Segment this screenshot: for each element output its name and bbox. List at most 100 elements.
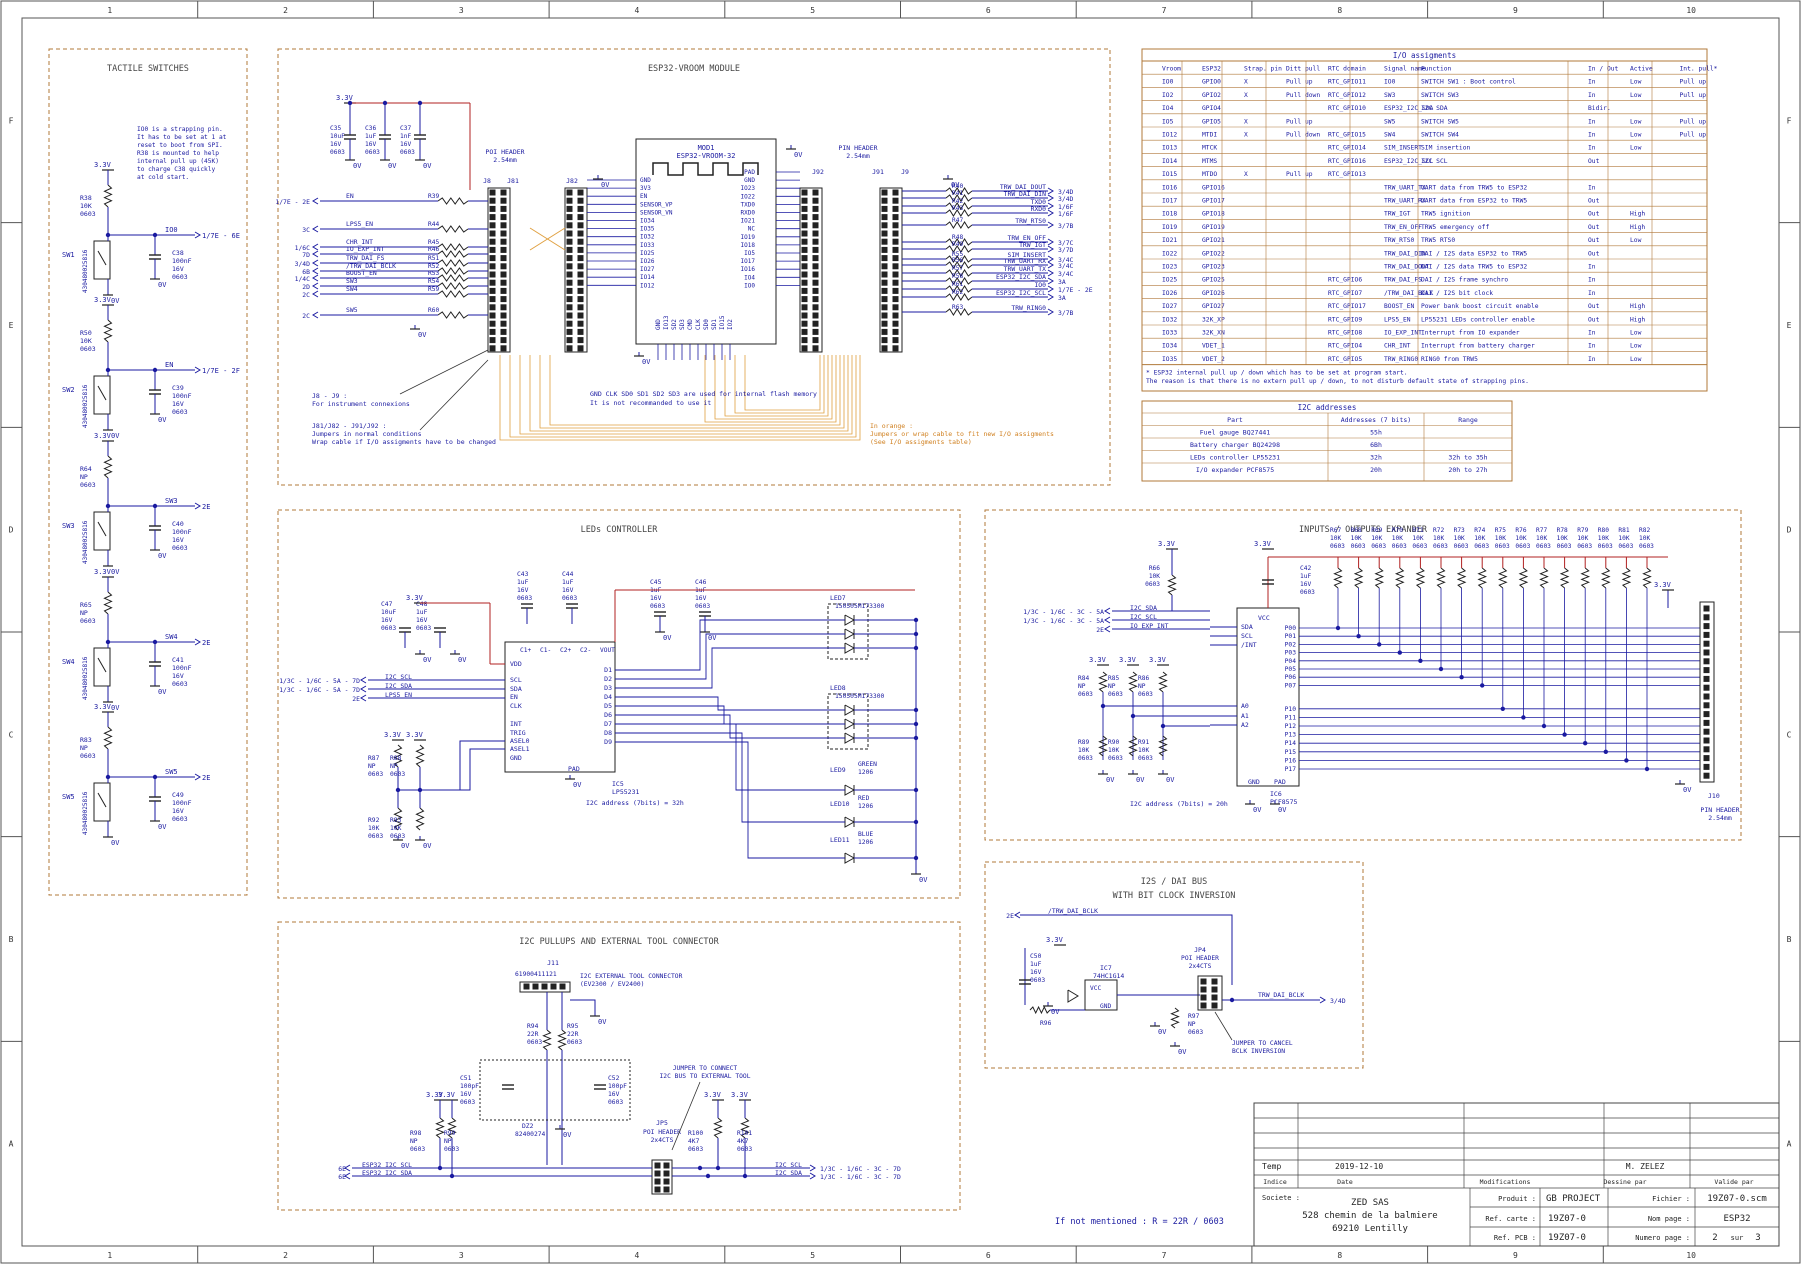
resistor-value: NP: [80, 744, 88, 752]
diode-body: [844, 628, 856, 640]
header-pin: [801, 271, 808, 278]
offpage-arrow: [1047, 202, 1054, 210]
offpage-arrow: [312, 225, 319, 233]
resistor-ref: R96: [1040, 1020, 1052, 1027]
header-pin: [1703, 728, 1710, 735]
resistor-ref: R97: [1188, 1013, 1200, 1020]
table-cell: Low: [1630, 79, 1642, 86]
offpage-reference: 2C: [302, 312, 310, 320]
expander-section-border: [984, 509, 1742, 841]
offpage-reference: 1/7E - 6E: [202, 232, 240, 240]
lp55231-body: [504, 641, 616, 773]
header-pin: [812, 271, 819, 278]
header-pin: [892, 279, 899, 286]
title-label: Ref. carte :: [1485, 1215, 1536, 1223]
module-left-pin: IO35: [640, 226, 655, 233]
module-right-pin: TXD0: [741, 201, 756, 208]
connector-ref: J92: [812, 168, 824, 176]
column-number: 3: [459, 1251, 464, 1260]
header-pin: [801, 345, 808, 352]
resistor-package: 0603: [737, 1146, 752, 1153]
header-pin: [1200, 978, 1207, 985]
ic-pin-label: P14: [1285, 740, 1297, 747]
module-bottom-pin: SD1: [711, 319, 718, 330]
note-text-orange: In orange :: [870, 422, 913, 430]
offpage-reference: 2E: [1096, 626, 1104, 634]
resistor-ref: R47: [952, 217, 963, 224]
header-pin: [801, 197, 808, 204]
capacitor-ref: C36: [365, 125, 376, 132]
header-pin: [489, 279, 496, 286]
offpage-arrow: [1047, 209, 1054, 217]
table-cell: IO15: [1162, 171, 1177, 178]
switch-ref: SW1: [62, 251, 75, 259]
table-cell: Battery charger BQ24298: [1190, 441, 1280, 449]
switch-ref: SW2: [62, 386, 75, 394]
ic-pin-label: D5: [604, 702, 612, 710]
table-cell: SW3: [1384, 92, 1396, 99]
header-pin: [1211, 1002, 1218, 1009]
ic-pin-label: CLK: [510, 702, 522, 710]
table-cell: SWITCH SW3: [1421, 92, 1459, 99]
led-part: 150505M173300: [835, 603, 884, 610]
gnd-label: 0V: [111, 704, 120, 712]
switch-ref: SW4: [62, 658, 75, 666]
header-pin: [812, 337, 819, 344]
table-cell: SIM_INSERT: [1384, 145, 1422, 152]
table-cell: GPIO22: [1202, 250, 1225, 257]
header-pin: [881, 287, 888, 294]
table-cell: X: [1244, 132, 1248, 139]
led-drive-wire: [615, 696, 845, 711]
capacitor-value: 100nF: [172, 528, 192, 536]
table-cell: TRW_DAI_DOUT: [1384, 264, 1430, 271]
header-pin: [577, 205, 584, 212]
offpage-arrow: [809, 1172, 816, 1180]
table-cell: UART data from ESP32 to TRW5: [1421, 198, 1527, 205]
gnd-label: 0V: [423, 842, 432, 850]
row-letter: D: [1787, 526, 1792, 535]
ic-pin-label: SCL: [1241, 632, 1253, 640]
resistor-value: NP: [390, 763, 398, 770]
capacitor-voltage: 16V: [330, 141, 341, 148]
header-pin: [881, 312, 888, 319]
title-date: 2019-12-10: [1335, 1162, 1383, 1171]
header-pin: [566, 296, 573, 303]
capacitor-value: 10uF: [381, 609, 396, 616]
capacitor-value: 1uF: [365, 133, 376, 140]
capacitor-voltage: 16V: [416, 617, 428, 624]
note-pointer: [1214, 1011, 1233, 1041]
table-cell: 32h to 35h: [1448, 454, 1487, 462]
ic-pin-label: GND: [510, 754, 522, 762]
offpage-arrow: [360, 685, 367, 693]
module-bottom-pin: CLK: [695, 319, 702, 330]
offpage-arrow: [312, 290, 319, 298]
pullup-resistor: [1353, 567, 1364, 589]
header-pin: [500, 255, 507, 262]
resistor-ref: R101: [737, 1130, 752, 1137]
resistor-ref: R80: [1598, 527, 1609, 534]
table-cell: IO13: [1162, 145, 1177, 152]
capacitor-voltage: 16V: [172, 807, 184, 815]
row-letter: B: [1787, 935, 1792, 944]
diode-body: [844, 732, 856, 744]
note-text-orange: (See I/O assigments table): [870, 438, 972, 446]
resistor-value: 10K: [390, 825, 402, 832]
address-resistor: [1158, 671, 1168, 693]
resistor-ref: R48: [952, 234, 963, 241]
resistor-ref: R70: [1392, 527, 1403, 534]
module-bottom-pin: SD0: [703, 319, 710, 330]
table-cell: High: [1630, 211, 1645, 218]
table-cell: RTC_GPIO5: [1328, 356, 1362, 363]
resistor-ref: R59: [428, 286, 439, 293]
company-line: ZED SAS: [1351, 1198, 1389, 1208]
module-left-pin: IO33: [640, 242, 655, 249]
title-label: Nom page :: [1648, 1215, 1690, 1223]
resistor-package: 0603: [527, 1039, 542, 1046]
section-title: INPUTS / OUTPUTS EXPANDER: [1299, 525, 1428, 535]
table-cell: RTC_GPIO7: [1328, 290, 1362, 297]
switch-body: [93, 240, 111, 280]
connector-ref: J91: [872, 168, 884, 176]
junction-dot: [1644, 766, 1650, 772]
title-label: Temp: [1262, 1162, 1281, 1171]
